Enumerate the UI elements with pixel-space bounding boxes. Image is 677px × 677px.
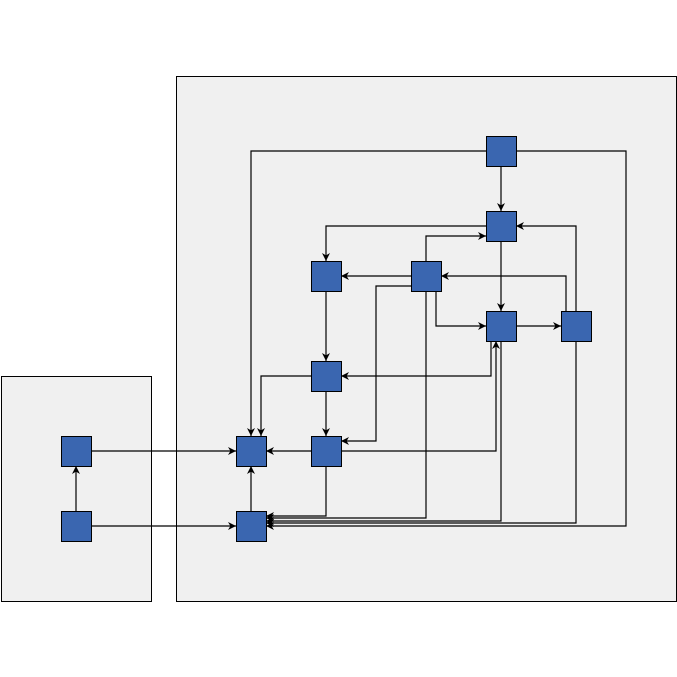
edge-E-G bbox=[341, 341, 492, 380]
edge-F-B bbox=[516, 222, 577, 311]
edge-D-B bbox=[425, 232, 486, 261]
edge-D-I bbox=[341, 285, 411, 445]
edge-A-H bbox=[247, 150, 486, 436]
node-L2[interactable] bbox=[61, 511, 92, 542]
edge-F-D bbox=[441, 272, 567, 311]
node-J[interactable] bbox=[236, 511, 267, 542]
edge-E-J bbox=[266, 341, 502, 525]
edge-G-H bbox=[257, 375, 311, 436]
edge-F-J bbox=[266, 341, 577, 527]
edge-D-J bbox=[266, 291, 427, 522]
node-C[interactable] bbox=[311, 261, 342, 292]
node-A[interactable] bbox=[486, 136, 517, 167]
node-B[interactable] bbox=[486, 211, 517, 242]
edges bbox=[72, 150, 627, 530]
edge-B-C bbox=[322, 225, 486, 261]
node-I[interactable] bbox=[311, 436, 342, 467]
edge-D-E bbox=[435, 291, 486, 330]
edge-I-E bbox=[341, 341, 500, 452]
edge-A-J bbox=[266, 150, 627, 530]
edge-I-J bbox=[266, 466, 327, 520]
node-G[interactable] bbox=[311, 361, 342, 392]
node-L1[interactable] bbox=[61, 436, 92, 467]
node-F[interactable] bbox=[561, 311, 592, 342]
node-H[interactable] bbox=[236, 436, 267, 467]
node-D[interactable] bbox=[411, 261, 442, 292]
node-E[interactable] bbox=[486, 311, 517, 342]
nodes bbox=[61, 136, 592, 542]
